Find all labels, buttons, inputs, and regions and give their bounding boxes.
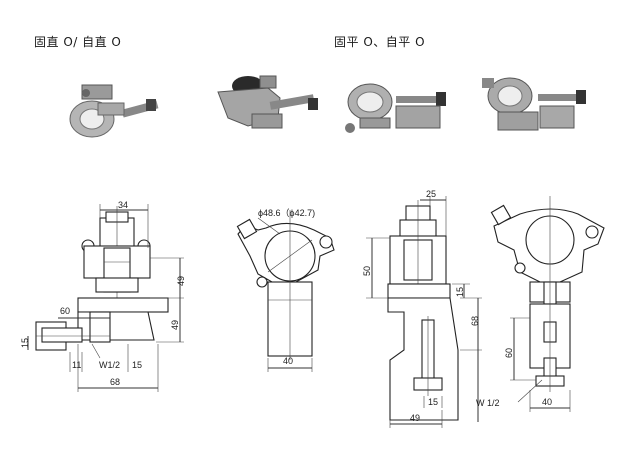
drawing1-dim-left-15: 15 <box>20 338 30 348</box>
drawing1-dim-thread: W1/2 <box>99 360 120 370</box>
drawing-3-clamp: 25 50 15 68 15 49 <box>362 189 482 428</box>
drawing-4-clamp: 60 W 1/2 40 <box>476 196 605 412</box>
drawing3-dim-width: 49 <box>410 413 420 423</box>
heading-fixed-vertical: 固直 O/ 自直 O <box>34 35 122 49</box>
drawing1-dim-bottom-15: 15 <box>132 360 142 370</box>
drawing1-dim-right-height: 49 <box>176 276 186 286</box>
drawing3-dim-right-68: 68 <box>470 316 480 326</box>
drawing4-dim-width: 40 <box>542 397 552 407</box>
drawing2-pipe-diameter: ϕ48.6（ϕ42.7) <box>258 208 315 218</box>
drawing1-dim-width: 68 <box>110 377 120 387</box>
round-clamp-angle-photo-icon <box>482 77 586 131</box>
drawing3-dim-top: 25 <box>426 189 436 199</box>
drawing4-dim-thread: W 1/2 <box>476 398 500 408</box>
drawing2-dim-width: 40 <box>283 356 293 366</box>
drawing-2-clamp: 40 ϕ48.6（ϕ42.7) <box>236 208 335 372</box>
drawing3-dim-left-height: 50 <box>362 266 372 276</box>
fixed-clamp-photo-icon <box>217 75 318 129</box>
heading-fixed-horizontal: 固平 O、自平 O <box>334 35 426 49</box>
round-clamp-photo-icon <box>345 83 446 133</box>
drawing3-dim-bottom-15: 15 <box>428 397 438 407</box>
drawing1-dim-right-lower: 49 <box>170 320 180 330</box>
drawing-1-clamp: 34 49 49 60 15 11 W1/2 15 68 <box>20 200 186 392</box>
drawing3-dim-right-15: 15 <box>455 287 465 297</box>
swivel-clamp-photo-icon <box>69 84 159 138</box>
drawing4-dim-left-60: 60 <box>504 348 514 358</box>
drawing1-dim-bottom-11: 11 <box>72 360 81 370</box>
drawing1-dim-top: 34 <box>118 200 128 210</box>
drawing1-dim-left-60: 60 <box>60 306 70 316</box>
